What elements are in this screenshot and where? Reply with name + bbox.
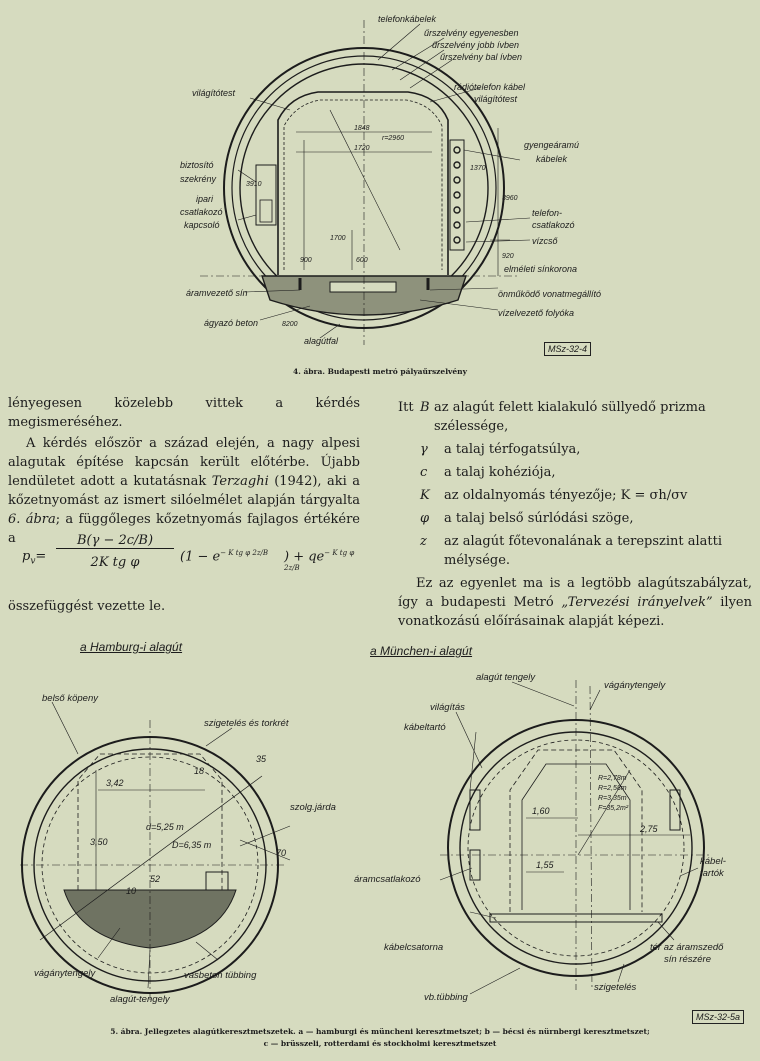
label-biztosito: biztosító bbox=[180, 160, 214, 170]
label-radio: rádiótelefon kábel bbox=[454, 82, 526, 92]
left-column: lényegesen közelebb vittek a kérdés megi… bbox=[8, 394, 360, 548]
hamburg-title: a Hamburg-i alagút bbox=[80, 640, 183, 654]
dim-2960: r=2960 bbox=[382, 135, 404, 142]
paragraph-3: összefüggést vezette le. bbox=[8, 599, 166, 614]
m-label-aramcs: áramcsatlakozó bbox=[354, 874, 421, 885]
m-label-szig: szigetelés bbox=[594, 982, 636, 993]
clearance-profile bbox=[277, 91, 449, 275]
label-onmukodo: önműködő vonatmegállító bbox=[498, 289, 601, 299]
label-vilagitotest: világítótest bbox=[192, 88, 236, 98]
h-label-vasbeton: vasbeton tübbing bbox=[184, 970, 257, 981]
dim-920: 920 bbox=[502, 253, 514, 260]
dim-1848: 1848 bbox=[354, 125, 370, 132]
m-dim-155: 1,55 bbox=[536, 860, 555, 870]
munchen-title: a München-i alagút bbox=[370, 644, 473, 658]
pressure-equation: pv= B(γ − 2c/B) 2K tg φ (1 − e− K tg φ 2… bbox=[22, 533, 355, 573]
m-label-alagut: alagút tengely bbox=[476, 672, 536, 683]
fig5-tag: MSz-32-5a bbox=[692, 1010, 745, 1024]
h-label-szolg: szolg.járda bbox=[290, 802, 336, 813]
h-dim-35: 35 bbox=[256, 754, 267, 764]
figure-5-drawing: belső köpeny szigetelés és torkrét szolg… bbox=[20, 672, 726, 1005]
label-kabelek: kábelek bbox=[536, 154, 568, 164]
m-radius-1: R=2,78m bbox=[598, 775, 627, 782]
label-vizcso: vízcső bbox=[532, 236, 559, 246]
h-label-vagany: vágánytengely bbox=[34, 968, 97, 979]
fig5-caption-1: 5. ábra. Jellegzetes alagútkeresztmetsze… bbox=[110, 1027, 650, 1036]
h-dim-635: D=6,35 m bbox=[172, 840, 212, 850]
label-telefonkabelek: telefonkábelek bbox=[378, 14, 437, 24]
paragraph-2: A kérdés először a század elején, a nagy… bbox=[8, 436, 360, 546]
m-label-ter1: tér az áramszedő bbox=[650, 942, 724, 953]
h-dim-10: 10 bbox=[126, 886, 136, 896]
label-gyengeaaramu: gyengeáramú bbox=[524, 140, 579, 150]
label-vizelvezeto: vízelvezető folyóka bbox=[498, 308, 574, 318]
h-dim-70: 70 bbox=[276, 848, 286, 858]
m-label-kabel2a: kábel- bbox=[700, 856, 726, 867]
label-vilagitotest-2: világítótest bbox=[474, 94, 518, 104]
paragraph-4: Ez az egyenlet ma is a legtöbb alagútsza… bbox=[398, 576, 752, 629]
m-radius-2: R=2,58m bbox=[598, 785, 627, 792]
m-area: F=35,2m² bbox=[598, 805, 629, 812]
figure-4-drawing: telefonkábelek űrszelvény egyenesben űrs… bbox=[180, 14, 601, 346]
label-agyazo: ágyazó beton bbox=[204, 318, 258, 328]
label-telefon-csatlakozo: csatlakozó bbox=[532, 220, 575, 230]
dim-1370: 1370 bbox=[470, 165, 486, 172]
label-szekreny: szekrény bbox=[180, 174, 217, 184]
h-label-belso: belső köpeny bbox=[42, 693, 99, 704]
label-alagutfal: alagútfal bbox=[304, 336, 339, 346]
label-aramvezeto: áramvezető sín bbox=[186, 288, 248, 298]
fig5-caption-2: c — brüsszeli, rotterdami és stockholmi … bbox=[263, 1039, 497, 1048]
dim-1700: 1700 bbox=[330, 235, 346, 242]
m-label-vagany: vágánytengely bbox=[604, 680, 667, 691]
dim-3910: 3910 bbox=[246, 181, 262, 188]
label-ipari: ipari bbox=[196, 194, 214, 204]
label-csatlakozo: csatlakozó bbox=[180, 207, 223, 217]
h-dim-342: 3,42 bbox=[106, 778, 124, 788]
m-label-kabeltarto: kábeltartó bbox=[404, 722, 446, 733]
m-radius-3: R=3,35m bbox=[598, 795, 627, 802]
m-dim-160: 1,60 bbox=[532, 806, 550, 816]
label-sinkorona: elméleti sínkorona bbox=[504, 264, 577, 274]
fig4-tag: MSz-32-4 bbox=[544, 342, 592, 356]
h-dim-525: d=5,25 m bbox=[146, 822, 184, 832]
paragraph-1: lényegesen közelebb vittek a kérdés megi… bbox=[8, 396, 360, 430]
h-dim-18: 18 bbox=[194, 766, 204, 776]
dim-600: 600 bbox=[356, 257, 368, 264]
label-telefon: telefon- bbox=[532, 208, 562, 218]
dim-1720: 1720 bbox=[354, 145, 370, 152]
dim-8200: 8200 bbox=[282, 321, 298, 328]
h-label-szig: szigetelés és torkrét bbox=[204, 718, 289, 729]
label-jobb: űrszelvény jobb ívben bbox=[432, 40, 519, 50]
m-label-vb: vb.tübbing bbox=[424, 992, 469, 1003]
label-egyenes: űrszelvény egyenesben bbox=[424, 28, 519, 38]
m-dim-275: 2,75 bbox=[639, 824, 659, 834]
h-label-alagut: alagút-tengely bbox=[110, 994, 171, 1005]
label-kapcsolo: kapcsoló bbox=[184, 220, 220, 230]
m-label-ter2: sín részére bbox=[664, 954, 711, 965]
m-label-vilagitas: világítás bbox=[430, 702, 465, 713]
h-dim-52: 52 bbox=[150, 874, 160, 884]
fig4-caption: 4. ábra. Budapesti metró pályaűrszelvény bbox=[293, 367, 467, 376]
label-bal: űrszelvény bal ívben bbox=[440, 52, 522, 62]
dim-3960: 3960 bbox=[502, 195, 518, 202]
m-label-kabelcs: kábelcsatorna bbox=[384, 942, 443, 953]
m-label-kabel2b: tartók bbox=[700, 868, 725, 879]
dim-900: 900 bbox=[300, 257, 312, 264]
h-dim-350: 3,50 bbox=[90, 837, 108, 847]
